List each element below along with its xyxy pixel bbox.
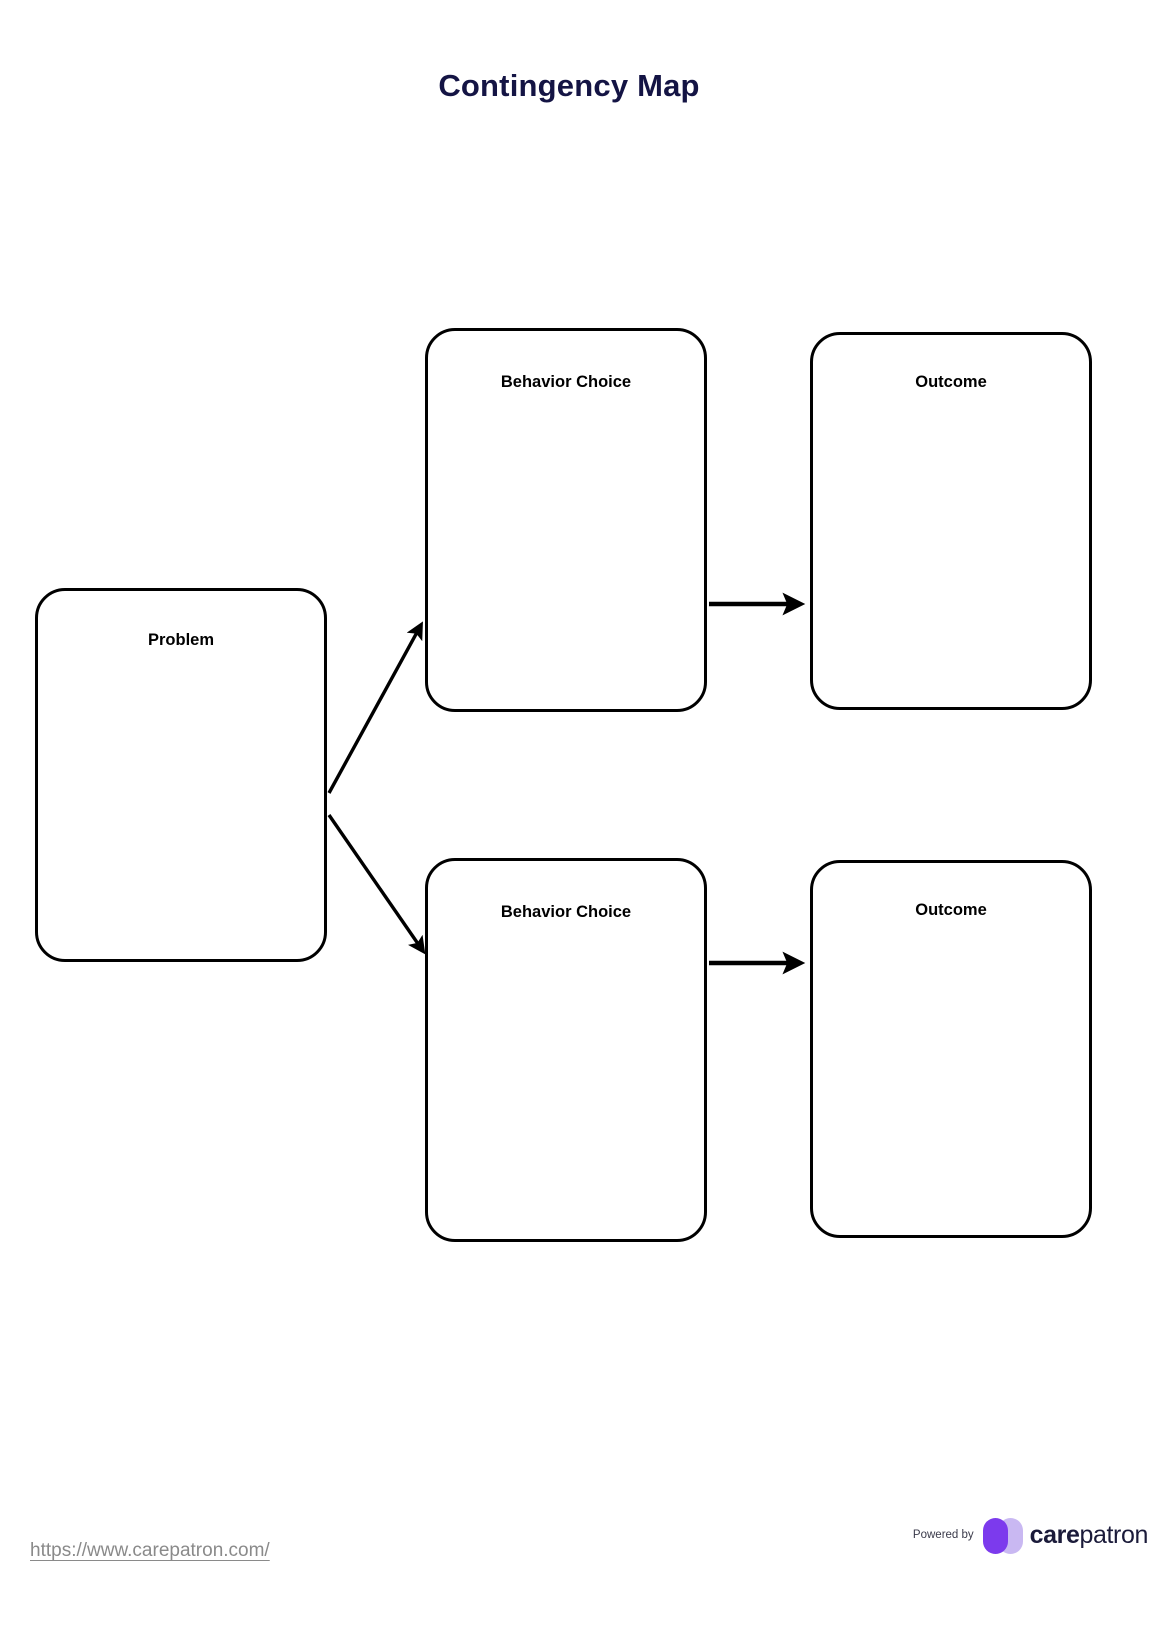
footer-url-link[interactable]: https://www.carepatron.com/ bbox=[30, 1540, 270, 1561]
node-behavior-choice-2[interactable]: Behavior Choice bbox=[425, 858, 707, 1242]
node-outcome-1-label: Outcome bbox=[915, 373, 987, 391]
node-problem-label: Problem bbox=[147, 631, 215, 649]
node-outcome-2-label: Outcome bbox=[915, 901, 987, 919]
powered-by-carepatron: Powered by carepatron bbox=[913, 1516, 1148, 1554]
node-behavior-choice-1[interactable]: Behavior Choice bbox=[425, 328, 707, 712]
carepatron-logo-icon bbox=[981, 1516, 1023, 1554]
page-title: Contingency Map bbox=[438, 68, 700, 103]
node-outcome-1[interactable]: Outcome bbox=[810, 332, 1092, 710]
powered-by-label: Powered by bbox=[912, 1529, 974, 1541]
wordmark-care: care bbox=[1029, 1520, 1080, 1549]
logo-blob-purple bbox=[982, 1518, 1008, 1554]
node-problem[interactable]: Problem bbox=[35, 588, 327, 962]
wordmark-patron: patron bbox=[1079, 1520, 1149, 1549]
node-behavior-choice-2-label: Behavior Choice bbox=[500, 903, 632, 921]
connector-problem-to-behavior-1 bbox=[327, 621, 423, 794]
node-behavior-choice-1-label: Behavior Choice bbox=[500, 373, 632, 391]
node-outcome-2[interactable]: Outcome bbox=[810, 860, 1092, 1238]
carepatron-wordmark: carepatron bbox=[1029, 1520, 1149, 1549]
connector-problem-to-behavior-2 bbox=[327, 814, 426, 955]
